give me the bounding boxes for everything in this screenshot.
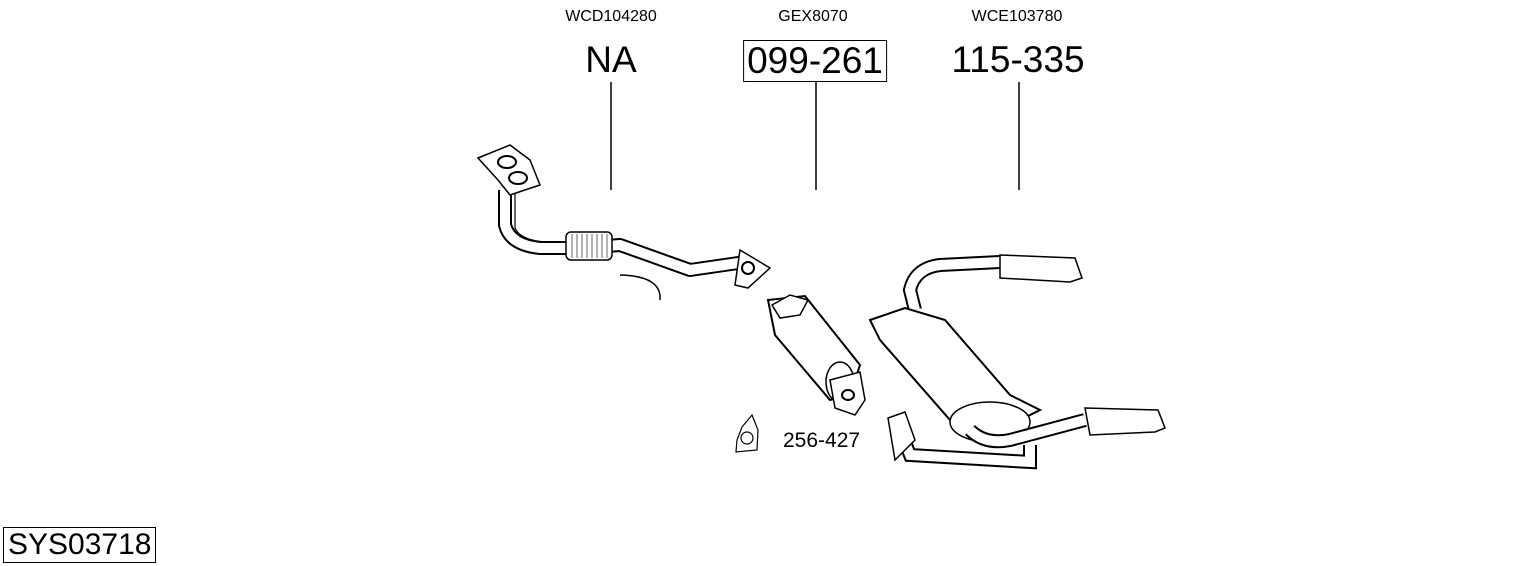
part-number-rear-silencer[interactable]: 115-335	[951, 39, 1085, 80]
system-id: SYS03718	[3, 527, 157, 563]
front-pipe-drawing	[476, 144, 772, 301]
catalyst-drawing	[766, 294, 866, 416]
part-code-front-pipe: WCD104280	[565, 8, 657, 25]
part-code-catalyst: GEX8070	[778, 8, 848, 25]
leader-lines	[610, 82, 1020, 190]
part-code-rear-silencer: WCE103780	[971, 8, 1063, 25]
gasket-icon	[735, 413, 759, 453]
rear-silencer-drawing	[868, 254, 1166, 470]
part-number-front-pipe[interactable]: NA	[585, 39, 637, 80]
gasket-part-number[interactable]: 256-427	[783, 429, 861, 452]
part-number-catalyst[interactable]: 099-261	[743, 40, 887, 82]
